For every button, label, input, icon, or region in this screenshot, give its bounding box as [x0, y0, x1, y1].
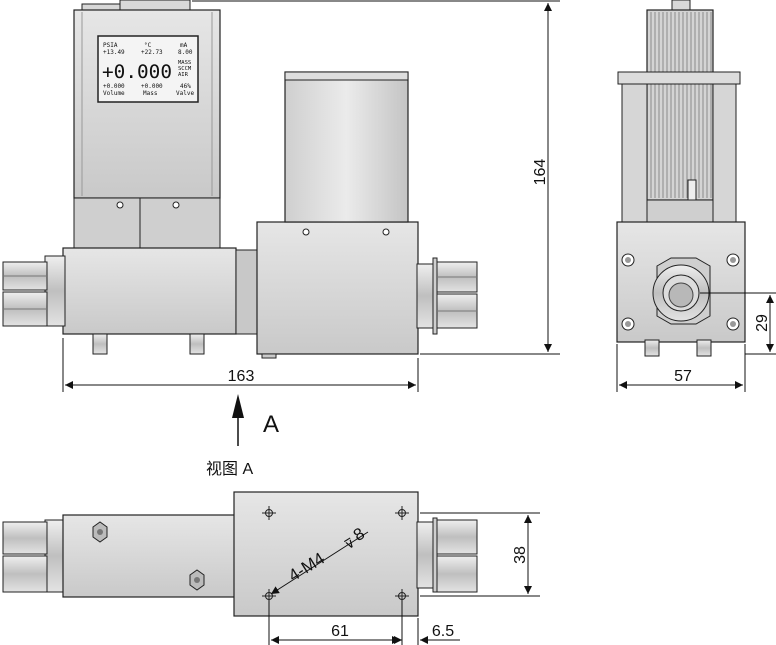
dim-38-label: 38: [512, 546, 529, 564]
dim-29-label: 29: [754, 314, 771, 332]
lcd-bot-val-left: +0.000: [103, 83, 125, 90]
screw-icon: [172, 201, 180, 209]
view-arrow-label: A: [263, 411, 279, 438]
screw-icon: [382, 228, 390, 236]
lcd-bot-lbl-right: Valve: [176, 90, 194, 97]
lcd-unit-sccm: SCCM: [178, 66, 192, 72]
lcd-val-right: 8.00: [178, 49, 193, 56]
front-view: PSIA °C mA +13.49 +22.73 8.00 +0.000 MAS…: [2, 0, 478, 359]
view-arrow-a: A: [232, 394, 279, 446]
side-view: [616, 0, 746, 357]
lcd-unit-mass: MASS: [178, 60, 191, 66]
port-icon: [668, 282, 694, 308]
dim-total-height: 164: [192, 0, 560, 355]
dim-hole-spacing: 61 6.5: [268, 600, 460, 645]
lcd-top-mid: °C: [144, 42, 152, 49]
view-a: 4-M4 ⊽ 8: [2, 491, 478, 617]
lcd-val-left: +13.49: [103, 49, 125, 56]
lcd-bot-lbl-mid: Mass: [143, 90, 158, 97]
screw-icon: [116, 201, 124, 209]
dim-57-label: 57: [674, 368, 692, 385]
valve-block: [256, 221, 419, 355]
valve-coil: [284, 71, 409, 223]
lcd-bot-val-mid: +0.000: [141, 83, 163, 90]
dim-6-5-label: 6.5: [432, 623, 454, 640]
view-a-flange: [233, 491, 419, 617]
valve-coil-cap: [284, 71, 409, 81]
lcd-display: [97, 35, 199, 103]
dim-port-height: 29: [700, 292, 776, 355]
screw-icon: [302, 228, 310, 236]
mounting-bolts: [92, 333, 277, 359]
right-fitting: [416, 257, 478, 335]
left-fitting: [2, 255, 66, 327]
dim-163-label: 163: [228, 368, 255, 385]
lcd-val-mid: +22.73: [141, 49, 163, 56]
view-a-body: [62, 514, 237, 598]
top-connector: [119, 0, 191, 11]
dim-61-label: 61: [331, 623, 349, 640]
lcd-unit-air: AIR: [178, 72, 189, 78]
dim-width: 57: [616, 344, 746, 392]
lcd-top-right: mA: [180, 42, 188, 49]
lcd-bot-val-right: 46%: [180, 83, 191, 90]
lcd-bot-lbl-left: Volume: [103, 90, 125, 97]
dim-total-length: 163: [62, 338, 419, 392]
view-title: 视图 A: [206, 460, 253, 478]
heatsink-fins: [650, 12, 712, 198]
heatsink: [646, 9, 714, 201]
body-coupler: [235, 249, 259, 335]
lcd-big-value: +0.000: [102, 61, 172, 83]
lcd-top-left: PSIA: [103, 42, 118, 49]
sensor-block: [73, 197, 221, 249]
flow-body: [62, 247, 237, 335]
dim-view-a-width: 38: [420, 512, 540, 597]
dim-164-label: 164: [532, 159, 549, 186]
